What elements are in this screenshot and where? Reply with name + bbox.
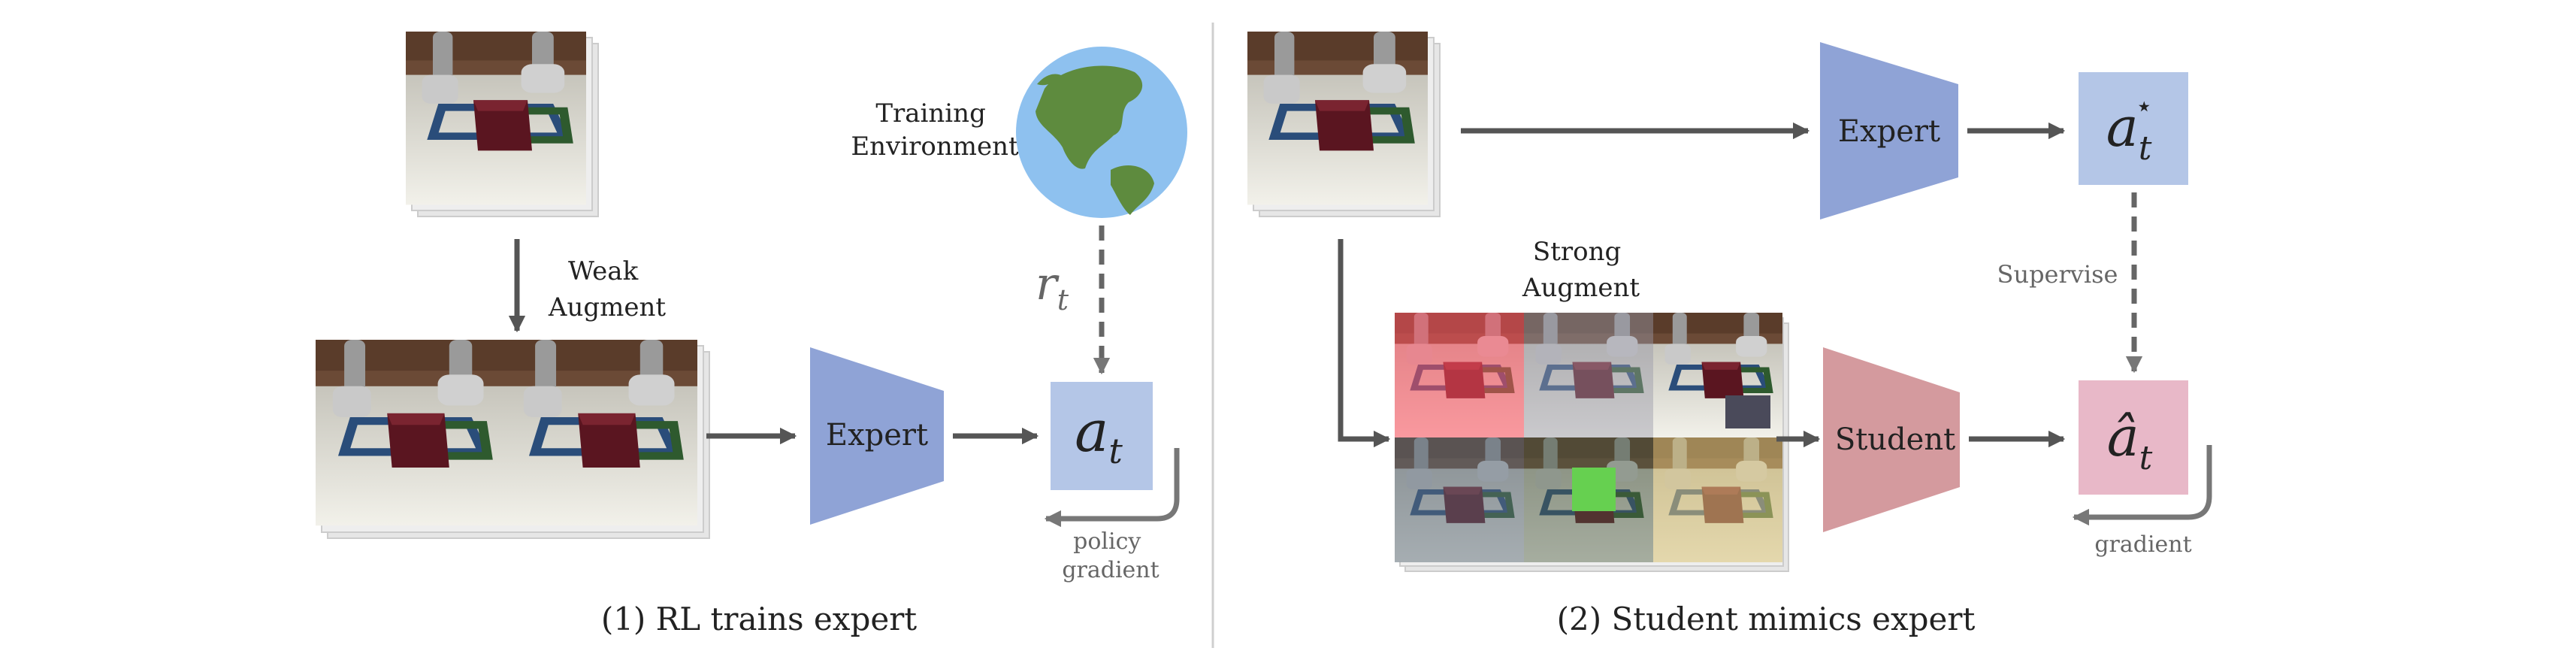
action-box <box>1051 382 1153 490</box>
student-action-box <box>2079 380 2188 495</box>
expert-action-box <box>2079 72 2188 185</box>
student-label: Student <box>1835 422 1955 457</box>
expert-label: Expert <box>826 418 928 453</box>
expert-network-2 <box>1820 42 1958 219</box>
strong-augment-label: Strong Augment <box>1522 237 1640 303</box>
weak-augmented-images <box>316 340 710 539</box>
policy-gradient-arrow <box>1044 448 1180 528</box>
expert-network <box>810 347 944 525</box>
weak-augment-label: Weak Augment <box>548 256 666 322</box>
reward-label: rt <box>1036 258 1069 316</box>
expert-action-label: at⋆ <box>2106 89 2153 168</box>
input-image-stack-2 <box>1247 32 1441 217</box>
student-action-label: ât <box>2107 405 2153 477</box>
caption-panel-2: (2) Student mimics expert <box>1557 601 1976 637</box>
gradient-label: gradient <box>2094 531 2191 558</box>
caption-panel-1: (1) RL trains expert <box>601 601 917 637</box>
images-to-strong-augment-arrow <box>1338 239 1391 448</box>
panel-student-mimics-expert: Expert at⋆ Supervise Strong Augment <box>1247 32 2212 637</box>
strong-augmented-images <box>1395 313 1789 572</box>
student-network <box>1823 347 1960 532</box>
globe-icon <box>1016 47 1187 218</box>
training-environment-label: Training Environment <box>851 98 1019 162</box>
input-image-stack <box>406 32 599 217</box>
gradient-arrow <box>2072 445 2212 526</box>
supervise-label: Supervise <box>1997 260 2118 289</box>
panel-rl-trains-expert: Weak Augment Expert at Training Environm… <box>316 32 1187 637</box>
action-label: at <box>1075 398 1123 471</box>
policy-gradient-label: policy gradient <box>1062 528 1159 583</box>
expert-label-2: Expert <box>1838 114 1940 149</box>
